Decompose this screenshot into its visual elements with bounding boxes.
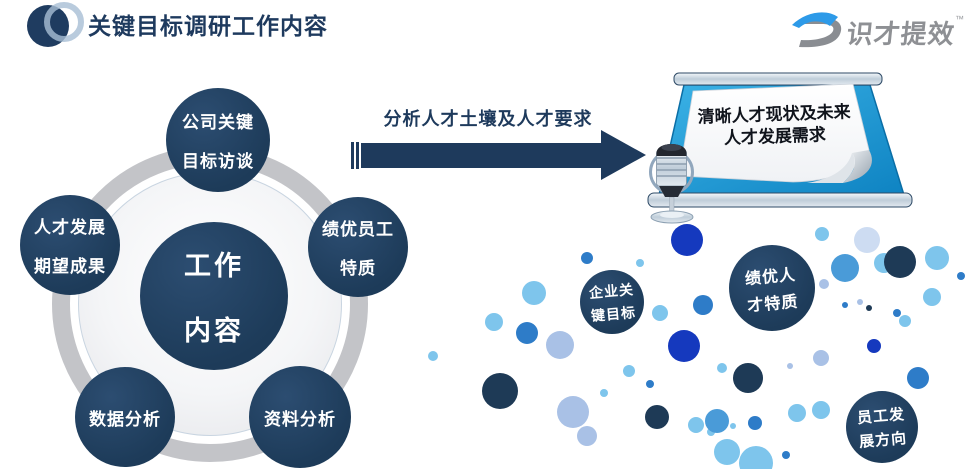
hub-satellite-label: 资料分析 [264, 409, 336, 429]
bubble-dot [812, 401, 830, 419]
hub-satellite: 公司关键目标访谈 [166, 88, 270, 192]
bubble-dot [787, 363, 793, 369]
brand-name: 识才提效 [845, 19, 957, 49]
trademark-symbol: ™ [955, 14, 964, 24]
bubble-dot [884, 246, 916, 278]
bubble-label-text: 员工发展方向 [856, 402, 908, 451]
flipchart-board [647, 72, 913, 208]
hub-satellite: 数据分析 [75, 367, 175, 467]
bubble-label-circle: 员工发展方向 [846, 391, 918, 463]
bubble-label-circle: 企业关键目标 [580, 270, 644, 334]
bubble-dot [815, 227, 829, 241]
bubble-dot [957, 272, 965, 280]
bubble-label-line: 才特质 [747, 293, 800, 315]
arrow-head-icon [601, 130, 646, 180]
bubble-dot [748, 416, 762, 430]
bubble-label-circle: 绩优人才特质 [729, 245, 815, 331]
bubble-dot [923, 288, 941, 306]
bubble-dot [636, 259, 644, 267]
bubble-label-line: 展方向 [858, 429, 908, 451]
bubble-dot [646, 380, 654, 388]
bubble-dot [688, 417, 704, 433]
hub-satellite-label: 数据分析 [89, 409, 161, 429]
bubble-dot [866, 305, 872, 311]
bubble-dot [782, 451, 790, 459]
bubble-dot [600, 389, 608, 397]
bubble-dot [857, 299, 863, 305]
bubble-label-line: 绩优人 [744, 266, 798, 288]
hub-satellite-label: 人才发展 [34, 218, 106, 237]
bubble-label-text: 企业关键目标 [588, 279, 637, 326]
bubble-label-line: 企业关 [587, 280, 635, 301]
bubble-dot [707, 428, 715, 436]
bubble-dot [899, 315, 911, 327]
arrow-tail-bar [356, 142, 359, 169]
bubble-dot [831, 254, 859, 282]
bubble-dot [717, 363, 727, 373]
bubble-dot [522, 281, 546, 305]
bubble-dot [819, 279, 829, 289]
bubble-dot [652, 305, 668, 321]
hub-satellite-label: 公司关键 [182, 113, 254, 132]
bubble-dot [668, 330, 700, 362]
bubble-dot [581, 252, 593, 264]
hub-satellite-label: 期望成果 [34, 257, 106, 276]
bubble-dot [693, 295, 713, 315]
microphone-icon [649, 144, 694, 224]
arrow-body [361, 143, 601, 168]
bubble-dot [705, 409, 729, 433]
bubble-label-text: 绩优人才特质 [744, 260, 800, 315]
hub-satellite: 人才发展期望成果 [20, 195, 120, 295]
bubble-dot [714, 439, 740, 465]
bubble-dot [925, 246, 949, 270]
hub-satellite-label: 目标访谈 [182, 152, 254, 171]
bubble-dot [428, 351, 438, 361]
bubble-label-line: 员工发 [856, 405, 906, 427]
hub-center-label: 工作 [184, 251, 244, 281]
bubble-dot [893, 309, 901, 317]
bubble-dot [623, 365, 635, 377]
bubble-dot [730, 423, 736, 429]
bubble-dot [557, 396, 589, 428]
logo-ring-icon [44, 2, 84, 42]
bubble-dot [482, 373, 518, 409]
hub-satellite: 资料分析 [249, 366, 351, 468]
arrow-tail-bar [351, 142, 354, 169]
bubble-dot [733, 363, 763, 393]
bubble-label-line: 键目标 [589, 303, 637, 324]
bubble-dot [645, 405, 669, 429]
brand-logo: 识才提效 ™ [789, 6, 964, 51]
bubble-dot [546, 331, 574, 359]
page-title: 关键目标调研工作内容 [88, 13, 328, 39]
bubble-dot [739, 446, 773, 469]
bubble-dot [842, 302, 848, 308]
bubble-dot [907, 367, 929, 389]
brand-d-icon [791, 12, 842, 48]
hub-satellite: 绩优员工特质 [308, 197, 408, 297]
bubble-dot [867, 339, 881, 353]
hub-satellite-label: 绩优员工 [322, 220, 394, 239]
flipchart-text: 清晰人才现状及未来 人才发展需求 [661, 100, 887, 152]
bubble-dot [485, 313, 503, 331]
bubble-dot [577, 426, 597, 446]
arrow-label: 分析人才土壤及人才要求 [383, 109, 593, 129]
flipchart-graphic [647, 72, 913, 224]
bubble-dot [813, 350, 829, 366]
hub-satellite-label: 特质 [340, 259, 376, 278]
bubble-dot [788, 404, 806, 422]
bubble-dot [516, 322, 538, 344]
hub-center-label: 内容 [184, 316, 244, 346]
bubble-dot [854, 227, 880, 253]
bubble-dot [671, 224, 703, 256]
hub-center-circle: 工作内容 [140, 222, 288, 370]
